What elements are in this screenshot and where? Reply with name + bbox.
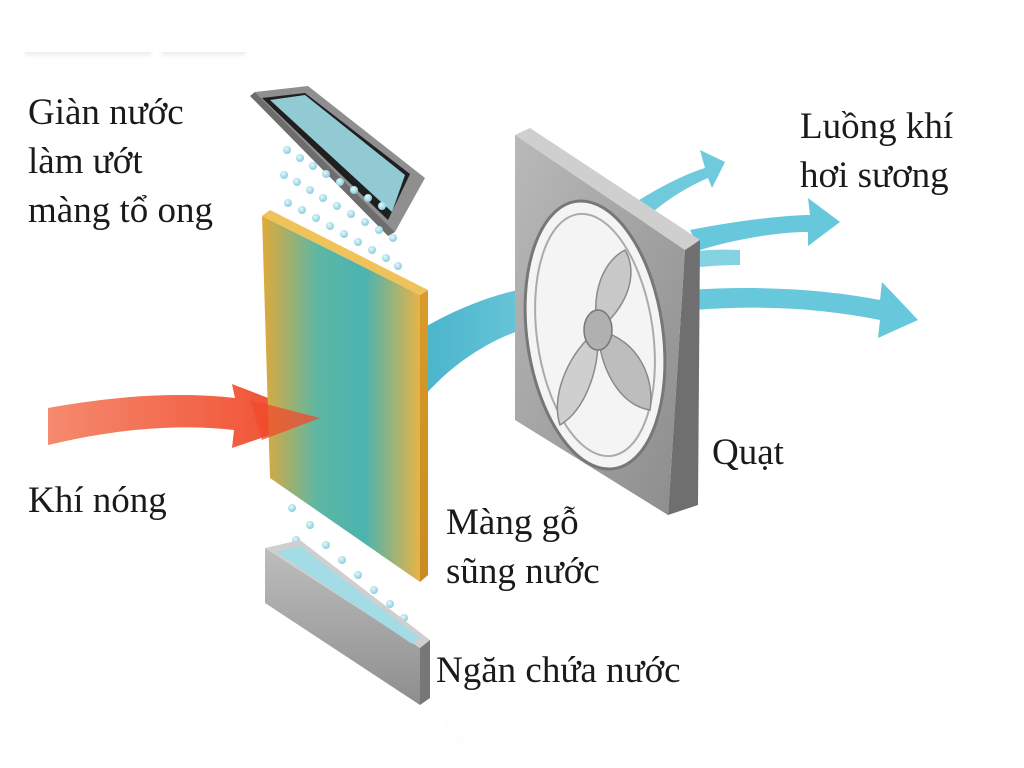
label-pad-line2: sũng nước bbox=[446, 551, 600, 592]
arrow-hot-air bbox=[48, 384, 320, 448]
fan bbox=[515, 128, 700, 515]
label-airflow-line2: hơi sương bbox=[800, 155, 949, 196]
label-fan: Quạt bbox=[712, 432, 784, 473]
water-drops-bottom bbox=[288, 504, 408, 622]
water-rack bbox=[250, 86, 425, 236]
label-water-rack: Giàn nước làm ướt màng tổ ong bbox=[28, 88, 213, 235]
honeycomb-pad bbox=[262, 210, 428, 582]
water-tank bbox=[265, 540, 430, 705]
arrow-cool-lower bbox=[690, 282, 918, 338]
label-water-rack-line2: làm ướt bbox=[28, 141, 143, 182]
label-pad-line1: Màng gỗ bbox=[446, 502, 579, 543]
top-band bbox=[0, 0, 1024, 52]
arrow-cool-mid bbox=[690, 198, 840, 250]
label-airflow-line1: Luồng khí bbox=[800, 106, 954, 147]
label-airflow: Luồng khí hơi sương bbox=[800, 102, 953, 200]
label-hot-air: Khí nóng bbox=[28, 480, 167, 521]
bottom-band bbox=[0, 712, 1024, 768]
label-water-rack-line1: Giàn nước bbox=[28, 92, 184, 133]
label-tank: Ngăn chứa nước bbox=[436, 650, 681, 691]
label-water-rack-line3: màng tổ ong bbox=[28, 190, 213, 231]
label-pad: Màng gỗ sũng nước bbox=[446, 498, 600, 596]
